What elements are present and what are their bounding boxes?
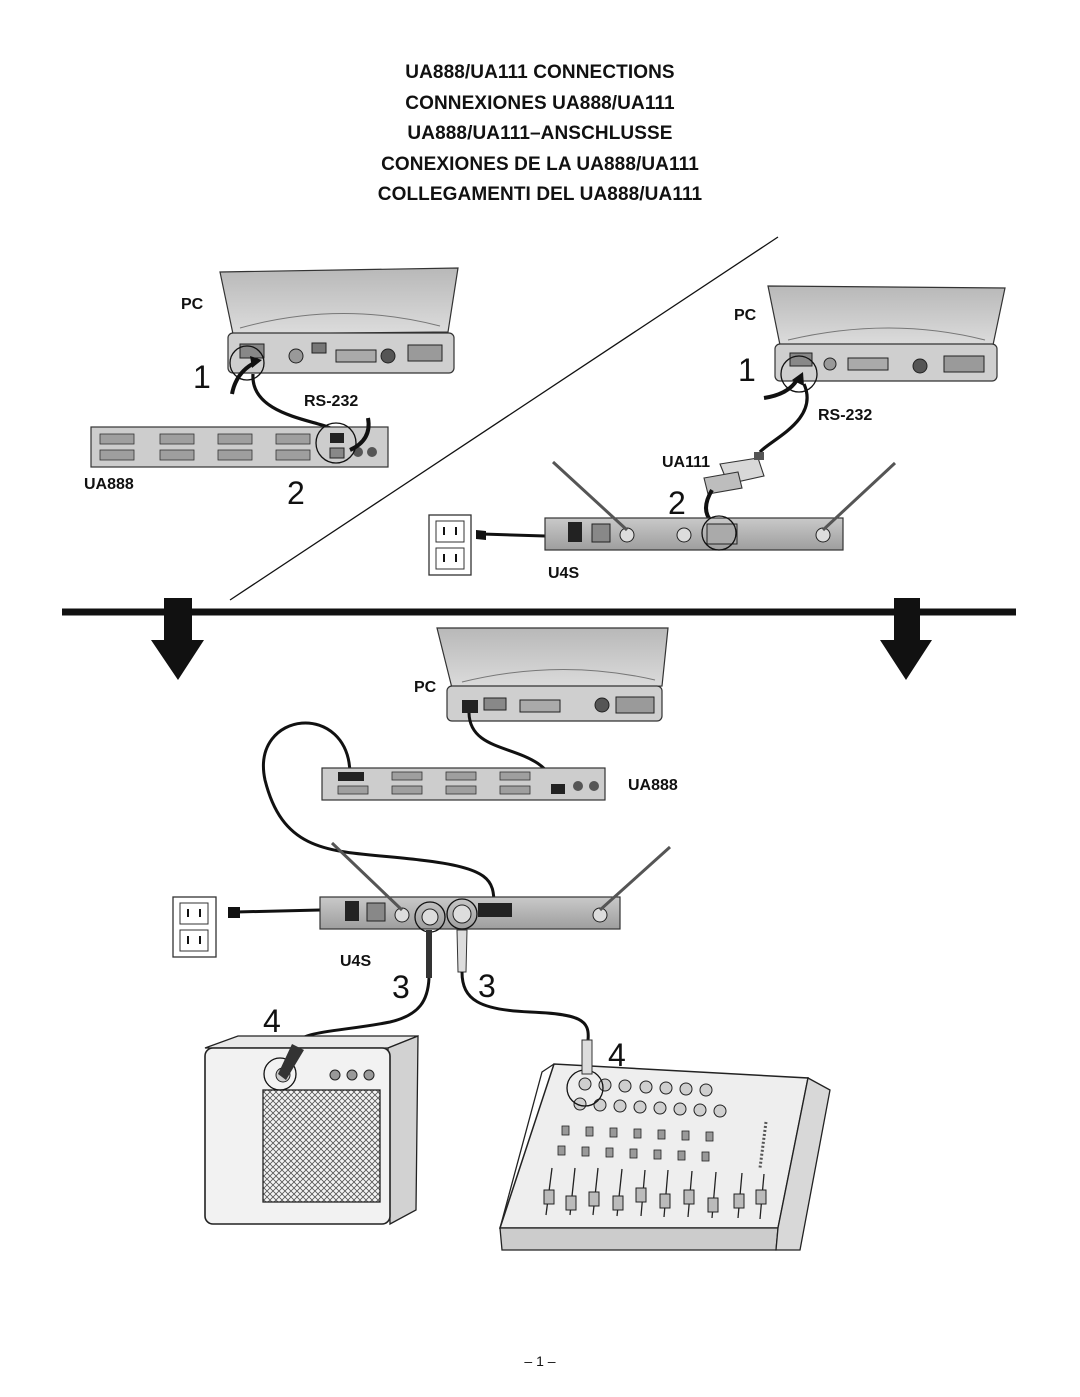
audio-mixer	[498, 1063, 831, 1251]
page-number: – 1 –	[524, 1353, 556, 1369]
title-french: CONNEXIONES UA888/UA111	[405, 92, 675, 114]
u4s-label-top: U4S	[548, 565, 579, 582]
pc-laptop-top-right	[767, 285, 1006, 382]
title-spanish: CONEXIONES DE LA UA888/UA111	[381, 153, 699, 175]
ua111-adapter	[703, 452, 765, 495]
step-2-right: 2	[668, 485, 686, 521]
phone-plug	[426, 930, 432, 978]
callout-circle	[229, 345, 265, 381]
wall-outlet-top	[428, 514, 472, 576]
mixer-cable	[460, 971, 590, 1041]
pc-laptop-bottom	[436, 627, 669, 722]
title-block: UA888/UA111 CONNECTIONS CONNEXIONES UA88…	[0, 58, 1080, 211]
power-cord-bottom	[235, 908, 321, 914]
u4s-label-bottom: U4S	[340, 953, 371, 970]
power-cord-top	[481, 532, 546, 538]
link-cable-bottom	[261, 721, 496, 906]
guitar-amplifier	[204, 1035, 419, 1226]
title-german: UA888/UA111–ANSCHLUSSE	[407, 123, 673, 144]
step-1-left: 1	[193, 359, 211, 395]
arrow-step-2-right	[704, 488, 714, 524]
rs232-label-left: RS-232	[304, 393, 358, 410]
u4s-receiver-top	[544, 460, 897, 551]
ua888-unit-bottom	[321, 767, 606, 801]
down-arrow-left	[151, 598, 204, 680]
diagonal-divider	[229, 236, 779, 601]
arrow-step-2-left	[349, 417, 371, 452]
rs232-cable-right	[758, 383, 809, 454]
wall-outlet-bottom	[172, 896, 217, 958]
ua111-label: UA111	[662, 454, 710, 471]
step-1-right: 1	[738, 352, 756, 388]
pc-label-top-left: PC	[181, 296, 204, 313]
step-3-left: 3	[392, 969, 410, 1005]
pc-laptop-top-left	[219, 267, 459, 374]
step-4-right: 4	[608, 1037, 626, 1073]
pc-label-bottom: PC	[414, 679, 437, 696]
u4s-receiver-bottom	[319, 841, 672, 930]
ua888-label-top-left: UA888	[84, 476, 134, 493]
xlr-plug	[456, 929, 468, 973]
title-english: UA888/UA111 CONNECTIONS	[405, 62, 675, 83]
pc-label-top-right: PC	[734, 307, 757, 324]
step-2-left: 2	[287, 475, 305, 511]
xlr-plug-mixer	[581, 1039, 593, 1075]
step-3-right: 3	[478, 968, 496, 1004]
step-4-left: 4	[263, 1003, 281, 1039]
rs232-label-right: RS-232	[818, 407, 872, 424]
down-arrow-right	[880, 598, 932, 680]
title-italian: COLLEGAMENTI DEL UA888/UA111	[377, 184, 703, 205]
ua888-label-bottom: UA888	[628, 777, 678, 794]
